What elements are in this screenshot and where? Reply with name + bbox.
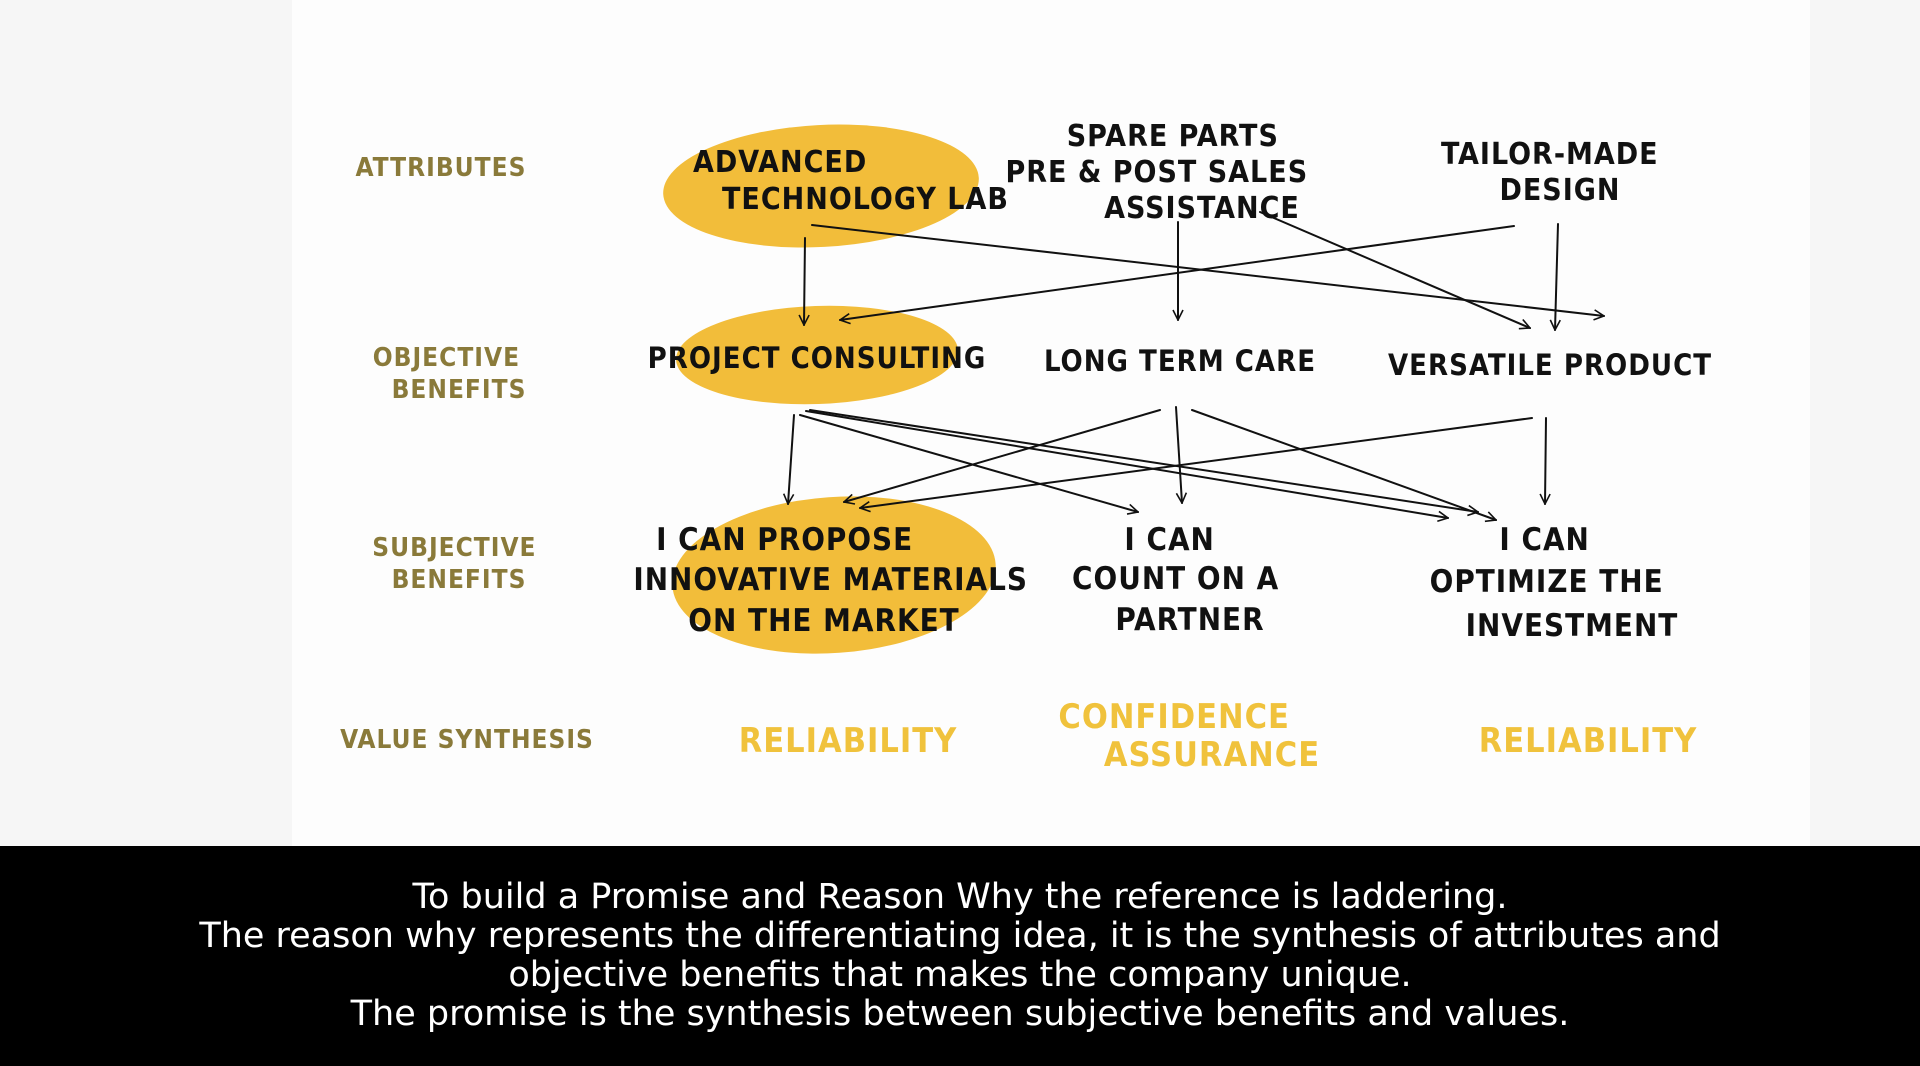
arrow-long-term-care-to-innovative: [844, 409, 1161, 502]
slide-background: ATTRIBUTES OBJECTIVE BENEFITS SUBJECTIVE…: [292, 0, 1810, 846]
objective-project-consulting: PROJECT CONSULTING: [648, 341, 987, 375]
arrow-versatile-product-to-innovative: [860, 417, 1533, 508]
objective-long-term-care: LONG TERM CARE: [1044, 344, 1316, 378]
arrow-tailor-made-to-project-consulting: [840, 225, 1515, 320]
arrow-spare-parts-to-versatile-product: [1259, 211, 1530, 328]
value-confidence-assurance: CONFIDENCE ASSURANCE: [1058, 697, 1320, 775]
subjective-innovative-materials: I CAN PROPOSE INNOVATIVE MATERIALS ON TH…: [633, 522, 1038, 639]
attribute-advanced-technology-lab: ADVANCED TECHNOLOGY LAB: [693, 145, 1009, 217]
row-label-value-synthesis: VALUE SYNTHESIS: [340, 725, 594, 755]
arrow-long-term-care-to-investment: [1191, 409, 1496, 520]
subtitle-bar: To build a Promise and Reason Why the re…: [0, 846, 1920, 1066]
laddering-diagram: ATTRIBUTES OBJECTIVE BENEFITS SUBJECTIVE…: [340, 119, 1712, 775]
arrow-project-consulting-to-investment-1: [805, 410, 1448, 518]
objective-versatile-product: VERSATILE PRODUCT: [1388, 348, 1712, 382]
highlight-blobs: [663, 124, 996, 654]
arrow-project-consulting-to-partner: [799, 414, 1138, 512]
attribute-spare-parts-assistance: SPARE PARTS PRE & POST SALES ASSISTANCE: [1005, 119, 1318, 226]
attribute-tailor-made-design: TAILOR-MADE DESIGN: [1441, 137, 1669, 208]
subtitle-line-3: objective benefits that makes the compan…: [508, 955, 1412, 995]
subtitle-line-4: The promise is the synthesis between sub…: [350, 994, 1570, 1034]
attributes-row: ADVANCED TECHNOLOGY LAB SPARE PARTS PRE …: [693, 119, 1669, 226]
subjective-benefits-row: I CAN PROPOSE INNOVATIVE MATERIALS ON TH…: [633, 522, 1679, 644]
arrow-long-term-care-to-partner: [1175, 406, 1182, 503]
highlight-project-consulting: [676, 305, 958, 405]
subjective-optimize-investment: I CAN OPTIMIZE THE INVESTMENT: [1430, 522, 1679, 644]
value-synthesis-row: RELIABILITY CONFIDENCE ASSURANCE RELIABI…: [739, 697, 1698, 775]
highlight-innovative-materials: [672, 496, 996, 654]
row-labels: ATTRIBUTES OBJECTIVE BENEFITS SUBJECTIVE…: [340, 153, 594, 755]
value-reliability-1: RELIABILITY: [739, 721, 958, 761]
subjective-count-on-partner: I CAN COUNT ON A PARTNER: [1072, 522, 1290, 638]
whiteboard-paper: [292, 0, 1810, 846]
arrow-project-consulting-to-investment-2: [809, 409, 1478, 512]
arrow-project-consulting-to-innovative: [788, 414, 795, 504]
row-label-attributes: ATTRIBUTES: [356, 153, 527, 183]
arrow-tech-lab-to-versatile-product: [811, 224, 1604, 316]
value-reliability-2: RELIABILITY: [1479, 721, 1698, 761]
subtitle-line-2: The reason why represents the differenti…: [199, 916, 1721, 956]
subtitle-line-1: To build a Promise and Reason Why the re…: [412, 877, 1508, 917]
row-label-objective-benefits: OBJECTIVE BENEFITS: [373, 343, 529, 405]
row-label-subjective-benefits: SUBJECTIVE BENEFITS: [372, 533, 545, 595]
arrow-tech-lab-to-project-consulting: [804, 237, 805, 325]
arrows: [788, 211, 1604, 520]
arrow-versatile-product-to-investment: [1545, 417, 1546, 504]
objective-benefits-row: PROJECT CONSULTING LONG TERM CARE VERSAT…: [648, 341, 1712, 382]
arrow-tailor-made-to-versatile-product: [1555, 223, 1558, 330]
highlight-advanced-technology-lab: [663, 124, 979, 248]
